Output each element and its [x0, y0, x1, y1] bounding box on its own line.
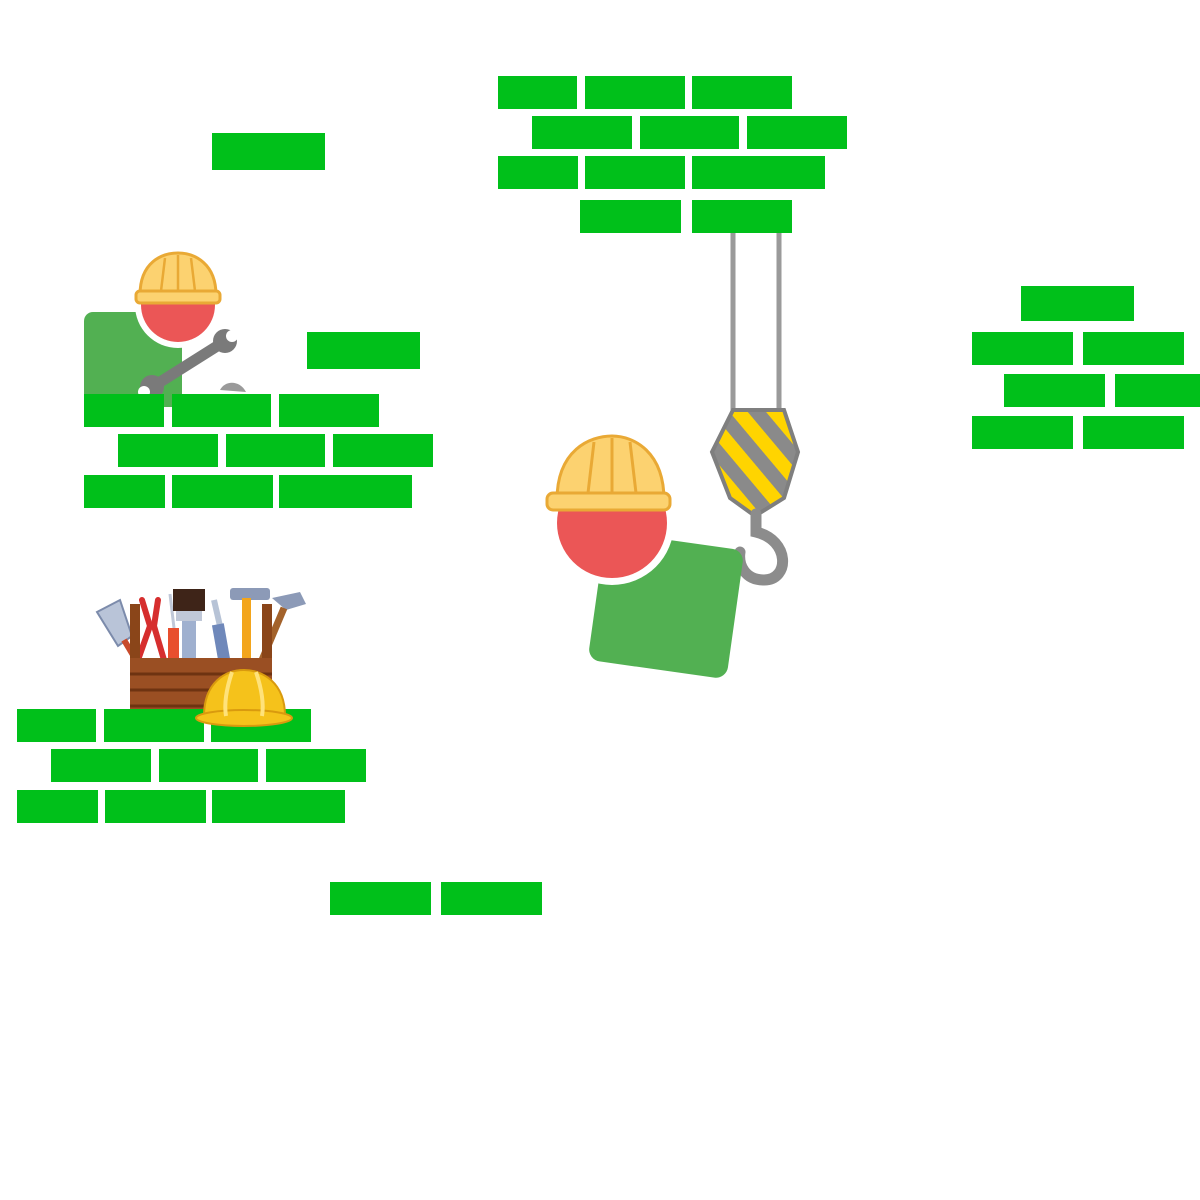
brick-wall-right — [972, 286, 1200, 449]
brick — [441, 882, 542, 915]
brick-wall-left — [84, 332, 433, 508]
brick — [585, 156, 685, 189]
screwdriver-icon — [211, 599, 231, 661]
brick — [498, 76, 577, 109]
hard-hat-icon — [134, 251, 222, 305]
brick — [1004, 374, 1105, 407]
brick — [747, 116, 847, 149]
brick — [580, 200, 681, 233]
paintbrush-icon — [173, 589, 205, 661]
brick — [159, 749, 258, 782]
worker-with-wrench — [84, 251, 246, 407]
crane-hook-block — [709, 408, 801, 519]
brick — [279, 394, 379, 427]
worker-on-crane-hook — [545, 434, 743, 678]
hammer-icon — [230, 588, 270, 660]
brick — [104, 709, 204, 742]
brick — [1083, 416, 1184, 449]
brick — [330, 882, 431, 915]
brick — [692, 156, 825, 189]
brick-pair-bottom — [330, 882, 542, 915]
brick — [118, 434, 218, 467]
brick — [172, 394, 271, 427]
brick — [532, 116, 632, 149]
brick — [212, 790, 345, 823]
brick — [84, 475, 165, 508]
brick-wall-bottom-left — [17, 709, 366, 823]
brick — [1083, 332, 1184, 365]
brick — [84, 394, 164, 427]
brick — [692, 76, 792, 109]
brick — [1021, 286, 1134, 321]
crane-hook-icon — [734, 508, 789, 586]
hard-hat-icon — [545, 434, 672, 512]
brick-cluster-top-center — [498, 76, 847, 233]
yellow-hard-hat — [195, 668, 293, 727]
brick — [17, 709, 96, 742]
brick — [105, 790, 206, 823]
brick — [498, 156, 578, 189]
brick — [279, 475, 412, 508]
brick — [972, 332, 1073, 365]
brick — [17, 790, 98, 823]
brick — [333, 434, 433, 467]
brick — [692, 200, 792, 233]
pliers-icon — [135, 597, 167, 663]
brick — [51, 749, 151, 782]
brick — [266, 749, 366, 782]
brick — [172, 475, 273, 508]
brick — [585, 76, 685, 109]
brick — [1115, 374, 1200, 407]
single-brick-top-left — [212, 133, 325, 170]
brick — [972, 416, 1073, 449]
brick — [307, 332, 420, 369]
screwdriver-icon — [168, 593, 179, 660]
crane-hook — [709, 233, 801, 586]
brick — [640, 116, 739, 149]
brick — [226, 434, 325, 467]
wrench-icon — [138, 329, 246, 399]
